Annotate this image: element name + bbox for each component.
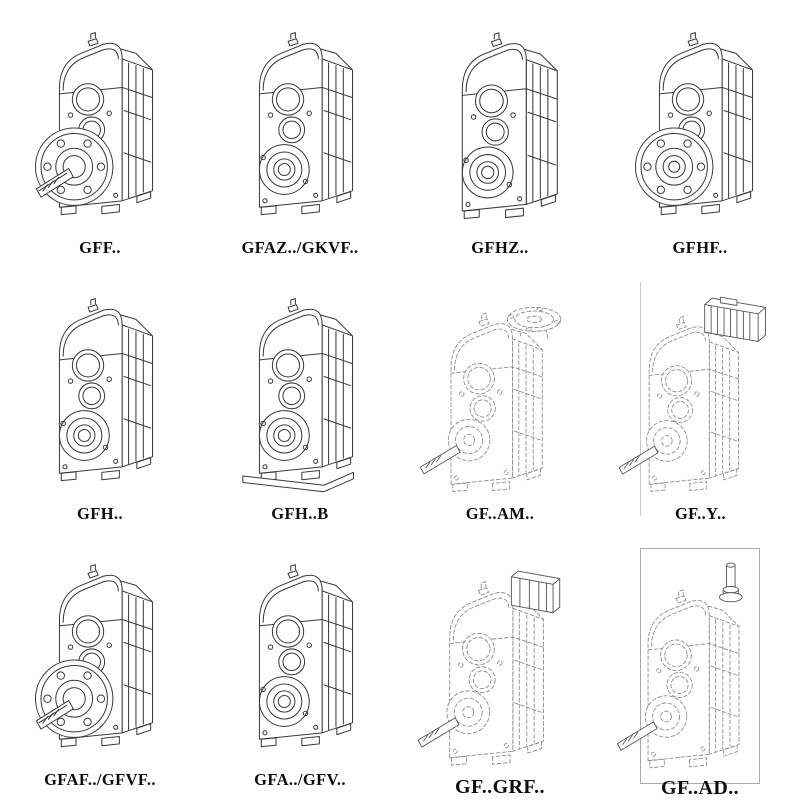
model-label: GF..Y.. — [674, 504, 727, 523]
gearbox-drawing-output-flange — [634, 32, 754, 216]
model-label: GFHZ.. — [471, 238, 529, 257]
model-label: GFHF.. — [672, 238, 728, 257]
gearbox-drawing-hollow-bore — [58, 298, 154, 482]
model-label: GFH..B — [271, 504, 329, 523]
gearbox-drawing-hollow-bore — [258, 32, 354, 216]
model-label: GFAF../GFVF.. — [44, 770, 156, 789]
model-label: GF..GRF.. — [455, 776, 545, 798]
catalog-cell-gfa-gfv: GFA../GFV.. — [240, 548, 360, 789]
gearbox-drawing-motor-top — [618, 296, 766, 492]
catalog-cell-gf-grf: GF..GRF.. — [417, 548, 561, 798]
catalog-cell-gf-y: GF..Y.. — [618, 282, 766, 523]
catalog-cell-gfh-b: GFH..B — [240, 282, 360, 523]
catalog-cell-gfh: GFH.. — [40, 282, 160, 523]
catalog-cell-gfaz-gkvf: GFAZ../GKVF.. — [240, 16, 360, 257]
gearbox-drawing-adapter-top — [417, 570, 561, 766]
gearbox-drawing-hollow-bore — [461, 32, 558, 220]
gearbox-drawing-output-flange-shaft — [34, 564, 154, 748]
catalog-cell-gf-am: GF..AM.. — [419, 282, 562, 523]
gearbox-drawing-vertical-input — [616, 562, 743, 769]
catalog-cell-gff: GFF.. — [34, 16, 160, 257]
gearbox-drawing-output-flange-shaft — [34, 32, 154, 216]
catalog-cell-gf-ad: GF..AD.. — [616, 548, 760, 799]
model-label: GFH.. — [77, 504, 123, 523]
catalog-cell-gfaf-gfvf: GFAF../GFVF.. — [34, 548, 160, 789]
gearbox-drawing-input-flange-top — [419, 306, 562, 492]
catalog-cell-gfhf: GFHF.. — [634, 16, 760, 257]
model-label: GFAZ../GKVF.. — [241, 238, 359, 257]
catalog-cell-gfhz: GFHZ.. — [440, 16, 560, 257]
gearbox-drawing-hollow-bore — [258, 564, 354, 748]
model-label: GF..AM.. — [465, 504, 535, 523]
gearbox-drawing-hollow-bore-foot — [242, 298, 354, 493]
model-label: GFF.. — [79, 238, 121, 257]
model-label: GFA../GFV.. — [254, 770, 346, 789]
model-label: GF..AD.. — [660, 777, 740, 799]
